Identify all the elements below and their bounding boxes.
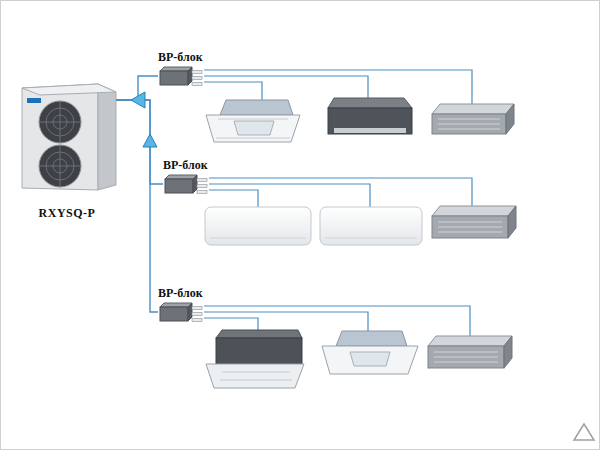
duct-unit xyxy=(428,336,512,368)
refnet-joint xyxy=(131,92,145,108)
outdoor-unit-picture xyxy=(22,84,116,190)
branch-box-icon xyxy=(158,302,204,322)
refnet-joint xyxy=(143,134,157,147)
cassette-unit xyxy=(206,100,300,142)
watermark-mark xyxy=(574,424,594,440)
outdoor-unit: RXYSQ-P xyxy=(18,82,116,220)
refrigerant-pipe xyxy=(116,100,158,312)
branch-box: BP-блок xyxy=(158,50,209,86)
duct-unit xyxy=(432,206,516,238)
unit-label: RXYSQ-P xyxy=(39,206,96,220)
unit-label: BP-блок xyxy=(163,158,208,172)
cassette-unit xyxy=(322,331,418,374)
wall-unit xyxy=(205,207,311,245)
wall-unit xyxy=(320,207,422,245)
ceiling-suspended-unit xyxy=(328,98,412,134)
unit-label: BP-блок xyxy=(158,50,203,64)
branch-box: BP-блок xyxy=(158,286,209,322)
branch-box: BP-блок xyxy=(163,158,214,194)
duct-unit xyxy=(432,104,514,134)
ceiling-concealed-unit xyxy=(206,330,304,388)
branch-box-icon xyxy=(158,66,204,86)
unit-label: BP-блок xyxy=(158,286,203,300)
refrigerant-pipes xyxy=(204,70,472,336)
refrigerant-pipe xyxy=(116,100,163,184)
branch-box-icon xyxy=(163,174,209,194)
